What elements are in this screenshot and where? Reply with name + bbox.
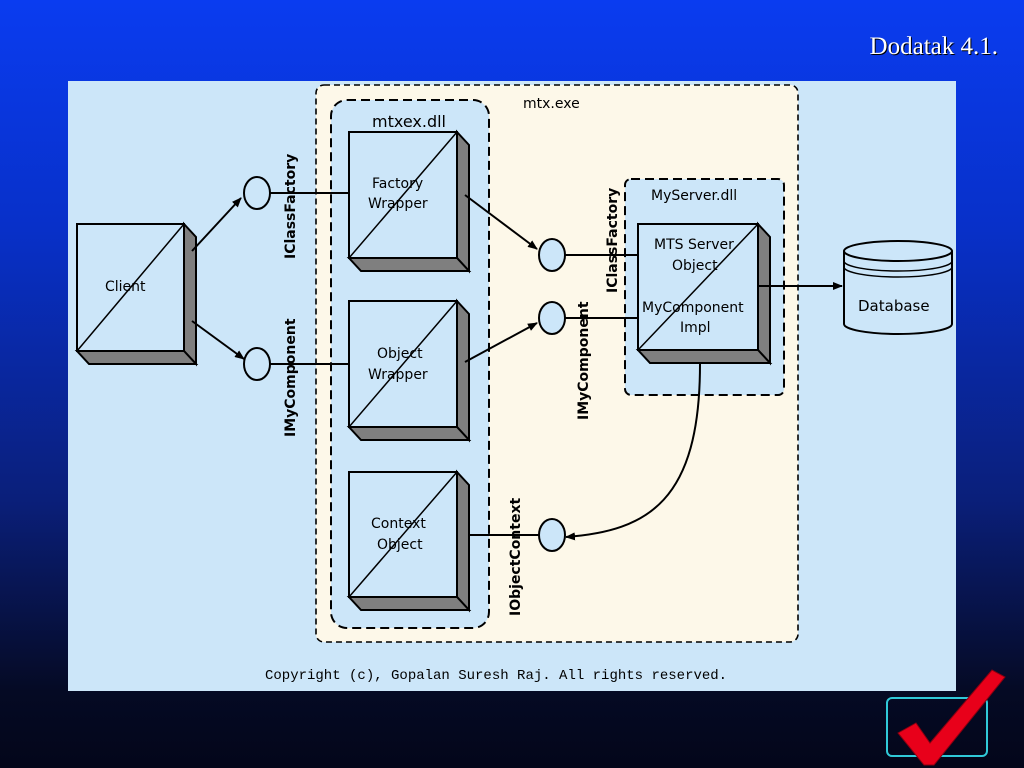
database-cylinder: Database <box>843 240 953 335</box>
mts-server-object-box: MTS Server Object MyComponent Impl <box>635 221 773 366</box>
myserver-dll-label: MyServer.dll <box>651 188 737 204</box>
object-wrapper-arrow <box>464 322 538 363</box>
copyright-text: Copyright (c), Gopalan Suresh Raj. All r… <box>265 668 727 684</box>
mts-server-label-1: MTS Server <box>654 237 734 253</box>
factory-wrapper-label-1: Factory <box>372 176 423 192</box>
database-label: Database <box>858 297 930 315</box>
factory-wrapper-box: Factory Wrapper <box>346 129 472 274</box>
context-callback-arrow <box>565 363 701 541</box>
context-object-label-1: Context <box>371 516 426 532</box>
factory-wrapper-arrow <box>464 194 538 250</box>
context-object-label-2: Object <box>377 537 423 553</box>
mycomponent-impl-label-2: Impl <box>680 320 711 336</box>
client-box: Client <box>74 221 199 367</box>
imycomponent-left-port <box>243 347 271 381</box>
imycomponent-right-port <box>538 301 566 335</box>
client-to-imycomponent-arrow <box>191 320 245 360</box>
client-to-iclassfactory-arrow <box>191 197 242 252</box>
mts-server-label-2: Object <box>672 258 718 274</box>
iclassfactory-left-port <box>243 176 271 210</box>
mtxex-dll-label: mtxex.dll <box>372 112 446 131</box>
context-object-box: Context Object <box>346 469 472 613</box>
iobjectcontext-label: IObjectContext <box>508 498 524 616</box>
slide-title: Dodatak 4.1. <box>869 33 998 60</box>
iclassfactory-left-label: IClassFactory <box>283 154 299 259</box>
imycomponent-left-label: IMyComponent <box>283 318 299 437</box>
object-wrapper-label-1: Object <box>377 346 423 362</box>
iclassfactory-right-label: IClassFactory <box>605 188 621 293</box>
iclassfactory-right-port <box>538 238 566 272</box>
checkmark-icon <box>897 669 1006 766</box>
iobjectcontext-port <box>538 518 566 552</box>
factory-wrapper-label-2: Wrapper <box>368 196 428 212</box>
mycomponent-impl-label-1: MyComponent <box>642 300 744 316</box>
mtx-exe-label: mtx.exe <box>523 96 580 112</box>
client-label: Client <box>105 279 146 295</box>
diagram-panel: mtx.exe mtxex.dll MyServer.dll Client Fa… <box>68 81 956 691</box>
next-slide-button[interactable] <box>886 669 1006 766</box>
imycomponent-right-label: IMyComponent <box>576 301 592 420</box>
object-wrapper-label-2: Wrapper <box>368 367 428 383</box>
object-wrapper-box: Object Wrapper <box>346 298 472 443</box>
architecture-diagram: mtx.exe mtxex.dll MyServer.dll Client Fa… <box>74 84 953 684</box>
